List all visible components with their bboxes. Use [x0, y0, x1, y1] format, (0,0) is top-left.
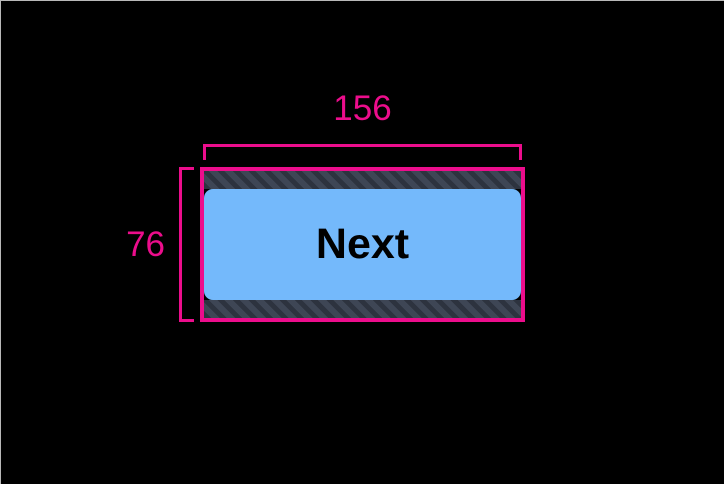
next-button[interactable]: Next [204, 189, 521, 300]
padding-band-top [204, 171, 521, 189]
height-measurement-label: 76 [126, 225, 165, 264]
width-dimension-bracket [203, 144, 522, 160]
next-button-label: Next [315, 220, 410, 268]
width-measurement-label: 156 [333, 89, 392, 128]
height-dimension-bracket [179, 167, 194, 322]
selected-element-outline[interactable]: Next [200, 167, 525, 322]
padding-band-bottom [204, 300, 521, 318]
